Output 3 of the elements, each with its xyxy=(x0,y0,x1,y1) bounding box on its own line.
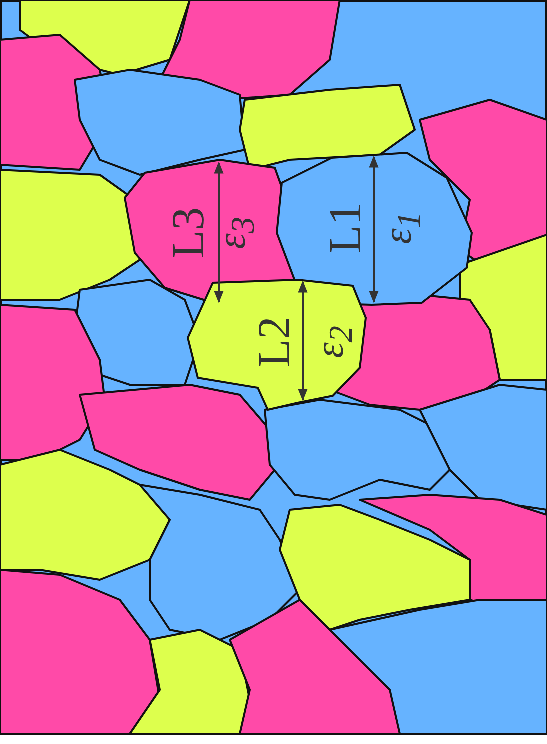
length-label: L3 xyxy=(165,207,212,259)
length-label: L1 xyxy=(322,202,368,254)
length-label: L2 xyxy=(251,316,298,368)
